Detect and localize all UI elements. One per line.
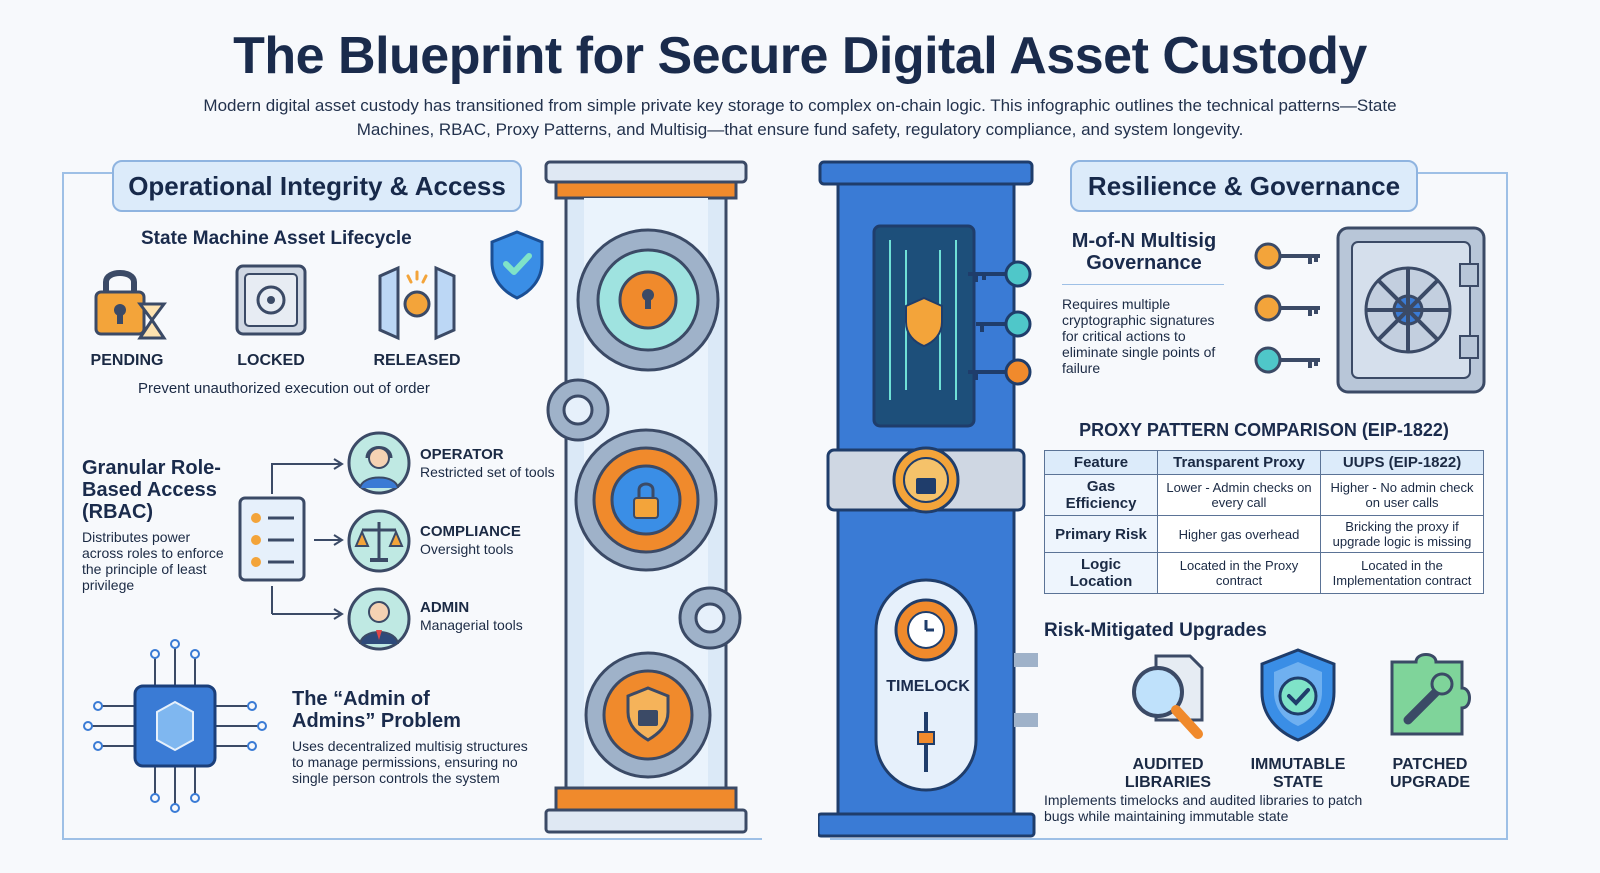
multisig-description: Requires multiple cryptographic signatur… [1062,296,1216,376]
admin-problem-description: Uses decentralized multisig structures t… [292,738,528,786]
table-row: Gas Efficiency Lower - Admin checks on e… [1044,474,1484,516]
table-cell: Bricking the proxy if upgrade logic is m… [1320,515,1484,553]
frame-line [62,172,112,174]
upgrades-caption: Implements timelocks and audited librari… [1044,792,1363,824]
frame-line [830,838,1508,840]
gear-pillar-illustration [544,160,748,834]
state-machine-title: State Machine Asset Lifecycle [141,228,412,249]
state-released-label: RELEASED [373,352,461,369]
table-header-cell: Feature [1044,450,1158,475]
role-operator-desc: Restricted set of tools [420,464,555,480]
table-header-cell: UUPS (EIP-1822) [1320,450,1484,475]
upgrade-audited-label: AUDITED LIBRARIES [1124,756,1212,791]
state-machine-caption: Prevent unauthorized execution out of or… [138,380,430,397]
arrow-icon [272,608,344,620]
role-compliance-name: COMPLIANCE [420,523,521,540]
role-compliance-desc: Oversight tools [420,541,514,557]
role-admin-name: ADMIN [420,599,470,616]
vault-icon [235,264,307,336]
table-cell: Located in the Proxy contract [1157,552,1321,594]
upgrade-immutable-label: IMMUTABLE STATE [1250,756,1346,791]
proxy-comparison-table: Feature Transparent Proxy UUPS (EIP-1822… [1044,450,1484,594]
multisig-title: M-of-N Multisig Governance [1071,230,1217,274]
table-header-row: Feature Transparent Proxy UUPS (EIP-1822… [1044,450,1484,475]
timelock-label: TIMELOCK [886,678,970,695]
table-cell: Lower - Admin checks on every call [1157,474,1321,516]
upgrades-title: Risk-Mitigated Upgrades [1044,620,1267,641]
table-cell: Located in the Implementation contract [1320,552,1484,594]
table-cell: Higher gas overhead [1157,515,1321,553]
role-list-connector-icon [238,458,344,614]
section-title-right: Resilience & Governance [1070,160,1418,212]
table-row: Logic Location Located in the Proxy cont… [1044,552,1484,594]
table-header-cell: Transparent Proxy [1157,450,1321,475]
frame-line [1418,172,1508,174]
role-admin-desc: Managerial tools [420,617,523,633]
open-doors-coin-icon [378,265,456,341]
vault-pillar-illustration [818,160,1038,838]
frame-line [62,838,762,840]
wrench-puzzle-icon [1390,653,1471,736]
admin-person-icon [347,587,411,651]
circuit-chip-icon [83,639,267,813]
upgrade-patched-label: PATCHED UPGRADE [1389,756,1470,791]
frame-line [62,172,64,840]
rbac-title: Granular Role-Based Access (RBAC) [82,457,221,523]
table-row-header: Gas Efficiency [1044,474,1158,516]
table-row-header: Primary Risk [1044,515,1158,553]
state-locked-label: LOCKED [237,352,305,369]
state-pending-label: PENDING [90,352,164,369]
shield-check-icon [1260,648,1336,742]
frame-line [1506,172,1508,840]
operator-headset-icon [347,431,411,495]
compliance-scale-icon [347,509,411,573]
page-subtitle: Modern digital asset custody has transit… [203,96,1397,139]
table-row: Primary Risk Higher gas overhead Brickin… [1044,515,1484,553]
section-title-left: Operational Integrity & Access [112,160,522,212]
magnifier-document-icon [1132,654,1204,739]
pillar-keys-icon [968,260,1032,386]
padlock-hourglass-icon [94,270,167,340]
table-cell: Higher - No admin check on user calls [1320,474,1484,516]
admin-problem-title: The “Admin of Admins” Problem [292,688,461,732]
shield-check-icon [490,230,544,300]
table-row-header: Logic Location [1044,552,1158,594]
bank-vault-icon [1336,226,1486,394]
rbac-description: Distributes power across roles to enforc… [82,529,224,593]
divider [1062,284,1224,285]
signature-keys-icon [1254,242,1320,374]
proxy-table-title: PROXY PATTERN COMPARISON (EIP-1822) [1079,420,1449,440]
role-operator-name: OPERATOR [420,446,504,463]
page-title: The Blueprint for Secure Digital Asset C… [233,27,1367,85]
